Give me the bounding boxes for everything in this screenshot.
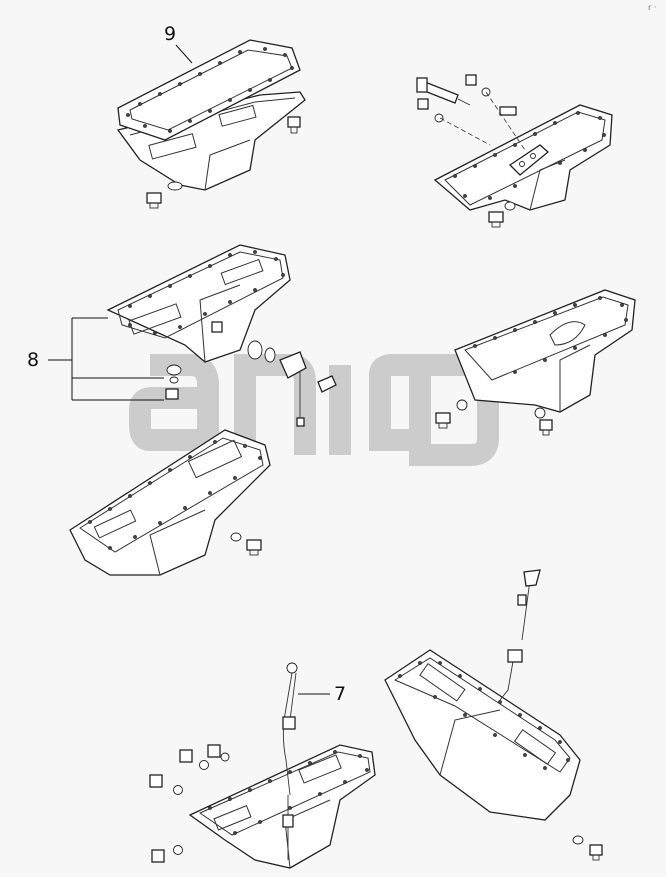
pan-bolt-holes-6 <box>208 750 369 835</box>
oil-pan-assembly-6: 7 <box>149 662 376 869</box>
pan-bolt-holes-7 <box>398 661 570 770</box>
pan-bolt-holes-4 <box>473 296 628 374</box>
breather-fittings <box>211 321 337 427</box>
part-8-components <box>165 364 182 400</box>
drain-plug-2 <box>488 201 516 228</box>
oil-pan-assembly-7 <box>384 569 603 861</box>
oil-level-sensor <box>416 77 471 106</box>
gasket-bolt-holes-1 <box>126 47 294 133</box>
leader-9 <box>175 44 193 64</box>
drain-plug-7 <box>572 835 603 861</box>
oil-pan-assembly-2 <box>416 74 613 228</box>
watermark-logo: TM <box>129 354 499 466</box>
callout-9: 9 <box>164 23 176 45</box>
callout-7: 7 <box>334 683 346 705</box>
oil-pan-assembly-1: 9 <box>116 23 306 209</box>
pan-bolt-holes-3 <box>128 250 285 335</box>
drain-plug-5 <box>230 532 262 556</box>
bolts-washers-6 <box>149 744 230 863</box>
dipstick-part-7 <box>282 662 298 860</box>
sensor-fittings <box>417 74 517 123</box>
assembly-line-2b <box>485 91 526 151</box>
pan-bolt-holes-2 <box>453 111 606 200</box>
oil-pan-assembly-4 <box>435 289 636 436</box>
corner-mark: r · <box>648 3 656 12</box>
drain-plugs-4 <box>435 399 553 436</box>
callout-8: 8 <box>27 349 39 371</box>
assembly-line-2a <box>439 117 491 146</box>
leader-8-branches <box>71 317 164 401</box>
sensor-flange <box>508 144 550 176</box>
oil-pan-assembly-3: 8 <box>27 244 337 427</box>
dipstick-tube-assembly <box>499 569 541 701</box>
oil-pan-assembly-5 <box>69 429 271 576</box>
plug-side-1 <box>287 116 301 134</box>
pan-bolt-holes-5 <box>88 440 262 550</box>
drain-plug-1 <box>146 181 183 209</box>
